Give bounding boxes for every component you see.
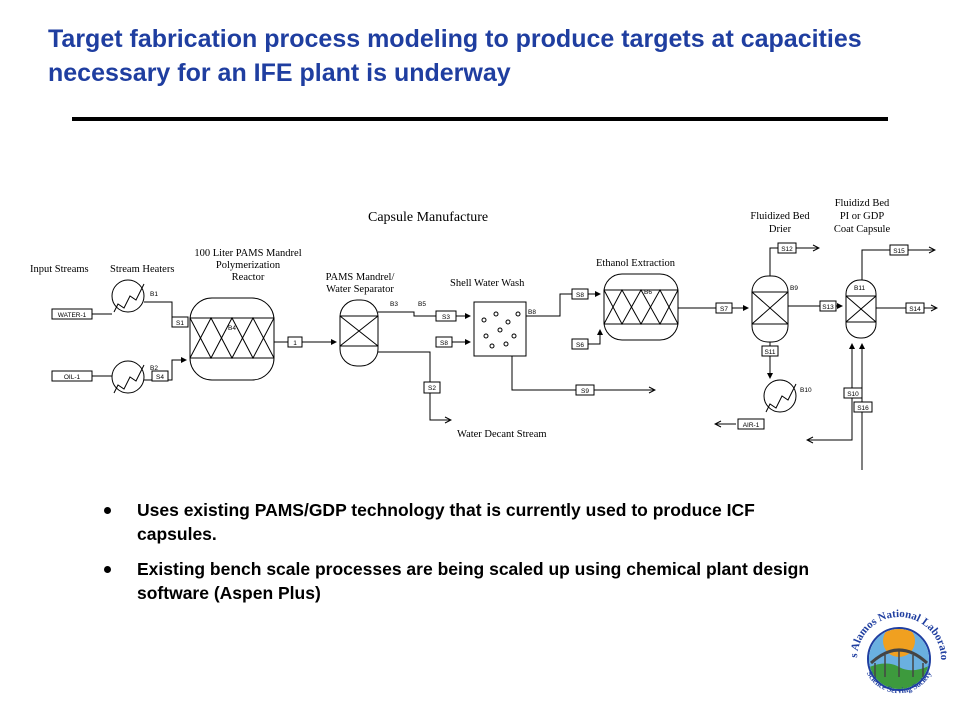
separator-b3 (339, 299, 379, 367)
bullet-list: Uses existing PAMS/GDP technology that i… (100, 498, 820, 616)
stream-s1: S1 (176, 320, 184, 327)
bullet-dot-icon (104, 507, 111, 514)
label-separator-line1: PAMS Mandrel/ (326, 272, 395, 283)
block-b5: B5 (418, 301, 426, 308)
block-b3: B3 (390, 301, 398, 308)
stream-s13: S13 (822, 304, 834, 311)
label-stream-heaters: Stream Heaters (110, 264, 174, 275)
heater-b10 (763, 379, 797, 413)
label-coat-line3: Coat Capsule (834, 224, 891, 235)
stream-s2: S2 (428, 385, 436, 392)
block-b11: B11 (854, 285, 865, 292)
label-reactor-line1: 100 Liter PAMS Mandrel (194, 248, 301, 259)
block-b4: B4 (228, 325, 236, 332)
stream-1: 1 (293, 340, 297, 347)
label-drier-line1: Fluidized Bed (750, 211, 810, 222)
extractor-b6 (603, 273, 679, 341)
stream-s16: S16 (857, 405, 869, 412)
slide-title: Target fabrication process modeling to p… (48, 25, 862, 87)
stream-s8: S8 (576, 292, 584, 299)
reactor-b4 (189, 297, 275, 381)
bullet-item: Uses existing PAMS/GDP technology that i… (100, 498, 820, 546)
label-reactor-line3: Reactor (232, 272, 265, 283)
bullet-dot-icon (104, 566, 111, 573)
stream-air-1: AIR-1 (743, 422, 760, 429)
block-b6: B6 (644, 289, 652, 296)
block-b1: B1 (150, 291, 158, 298)
block-b8: B8 (528, 309, 536, 316)
label-separator-line2: Water Separator (326, 284, 394, 295)
stream-s4: S4 (156, 374, 164, 381)
stream-oil-1: OIL-1 (64, 374, 81, 381)
label-ethanol-extraction: Ethanol Extraction (596, 258, 676, 269)
stream-s10: S10 (847, 391, 859, 398)
label-coat-line1: Fluidizd Bed (835, 198, 890, 209)
stream-s14: S14 (909, 306, 921, 313)
drier-b9 (751, 275, 789, 343)
bullet-text: Uses existing PAMS/GDP technology that i… (137, 500, 755, 544)
lanl-logo: Los Alamos National Laboratory Science S… (845, 597, 950, 695)
stream-s6: S6 (576, 342, 584, 349)
heater-b1 (111, 279, 145, 313)
bullet-item: Existing bench scale processes are being… (100, 557, 820, 605)
label-water-decant: Water Decant Stream (457, 429, 547, 440)
block-b10: B10 (800, 387, 812, 394)
stream-s9: S9 (581, 388, 589, 395)
stream-s15: S15 (893, 248, 905, 255)
stream-s12: S12 (781, 246, 793, 253)
stream-s8-in: S8 (440, 340, 448, 347)
heater-b2 (111, 360, 145, 394)
diagram-heading: Capsule Manufacture (368, 210, 488, 225)
title-underline (72, 117, 888, 121)
coater-b11 (845, 279, 877, 339)
label-shell-water-wash: Shell Water Wash (450, 278, 525, 289)
label-reactor-line2: Polymerization (216, 260, 281, 271)
label-drier-line2: Drier (769, 224, 792, 235)
stream-water-1: WATER-1 (58, 312, 87, 319)
stream-s3: S3 (442, 314, 450, 321)
wash-tank-b8 (473, 301, 527, 357)
stream-s11: S11 (764, 349, 775, 356)
block-b9: B9 (790, 285, 798, 292)
stream-s7: S7 (720, 306, 728, 313)
bullet-text: Existing bench scale processes are being… (137, 559, 810, 603)
block-b2: B2 (150, 365, 158, 372)
label-coat-line2: PI or GDP (840, 211, 884, 222)
label-input-streams: Input Streams (30, 264, 89, 275)
